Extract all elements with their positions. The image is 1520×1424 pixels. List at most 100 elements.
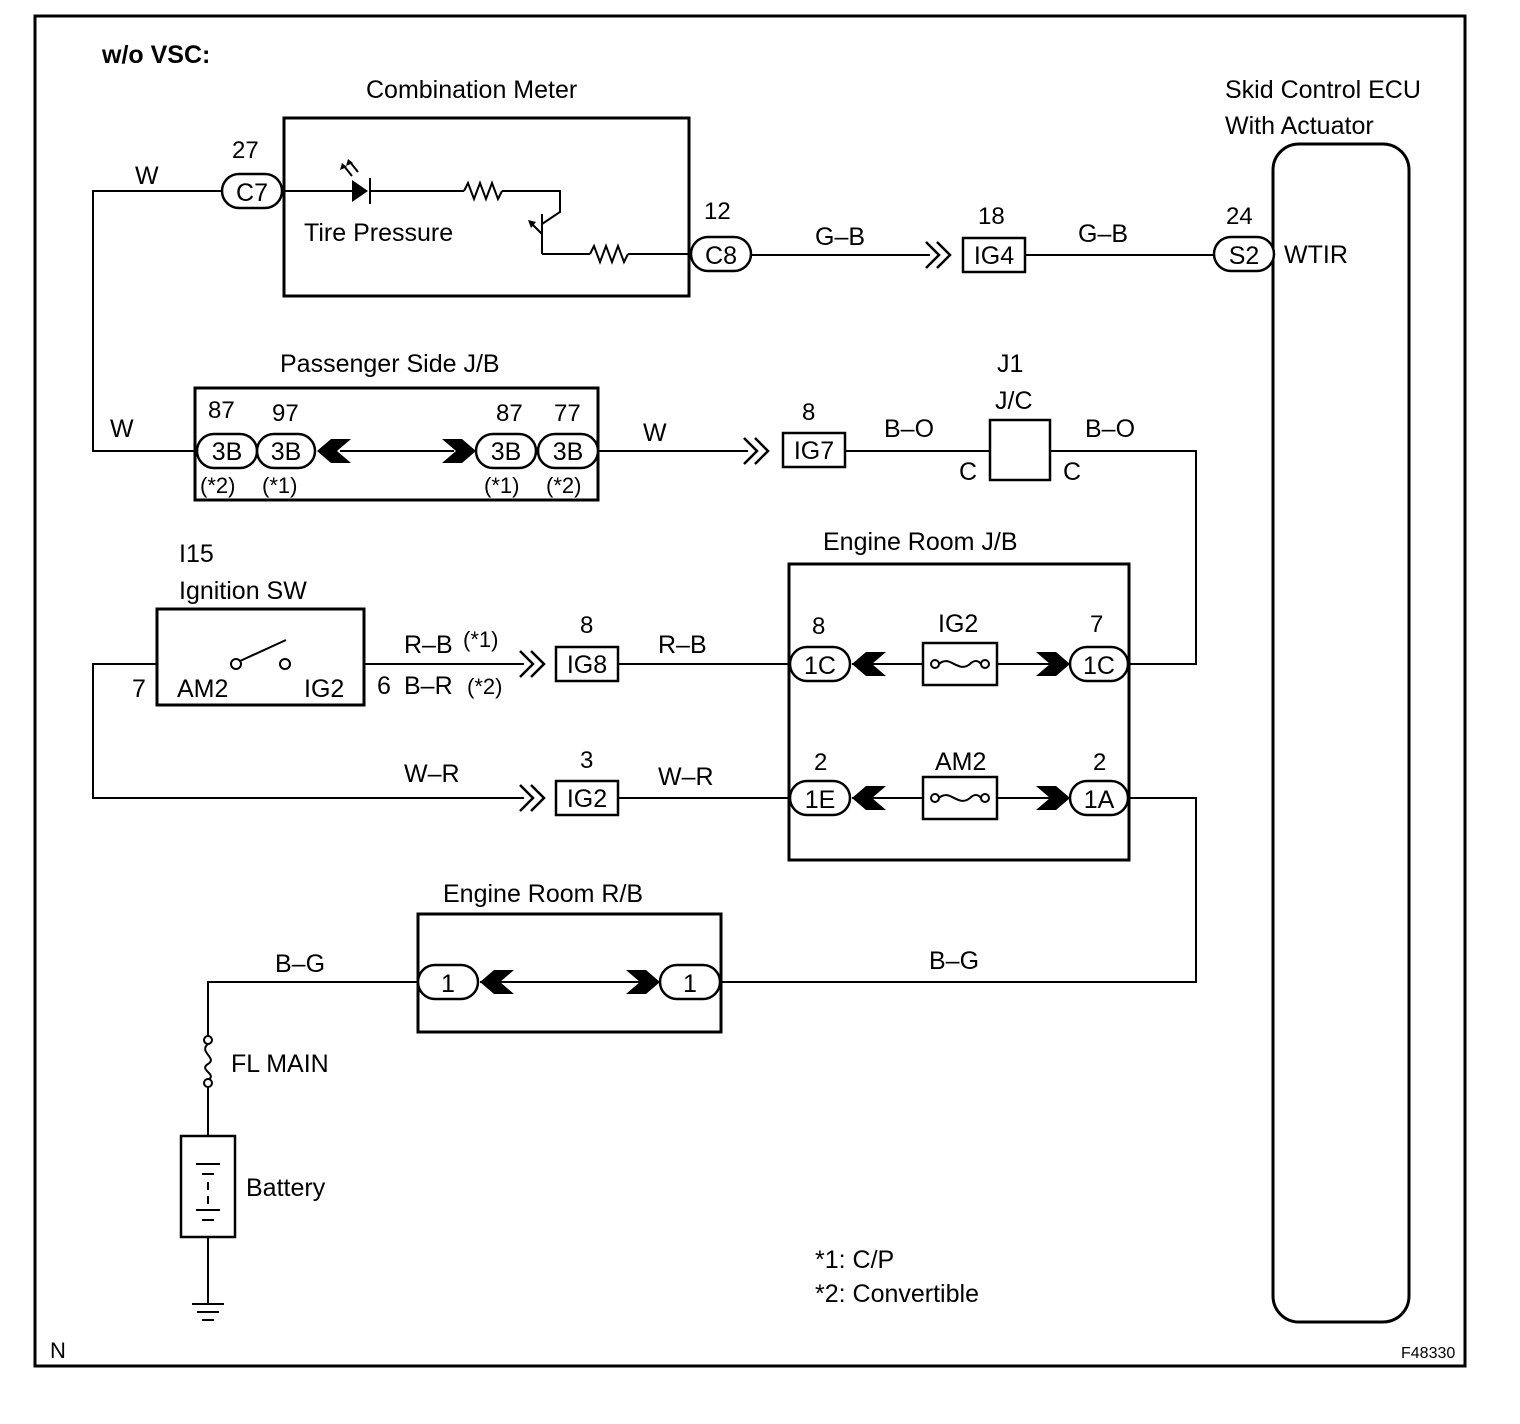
connector-s2: 24 S2 (1212, 203, 1276, 273)
wire-label-bg-2: B–G (929, 947, 979, 975)
wire-note-star1: (*1) (463, 627, 498, 652)
svg-text:27: 27 (232, 137, 259, 164)
svg-text:(*2): (*2) (200, 473, 235, 498)
svg-text:IG2: IG2 (304, 675, 344, 703)
fuse-icon (938, 794, 982, 802)
svg-text:IG7: IG7 (794, 437, 834, 465)
wire-label-gb-1: G–B (815, 223, 865, 251)
switch-contact-icon (239, 639, 287, 662)
svg-text:1A: 1A (1084, 786, 1115, 814)
footnote-1: *1: C/P (815, 1246, 894, 1274)
svg-text:C: C (959, 458, 977, 486)
engine-room-rb: Engine Room R/B 1 1 (416, 880, 723, 1034)
svg-text:I15: I15 (179, 540, 214, 568)
tire-pressure-label: Tire Pressure (304, 219, 453, 247)
wire-label-bo-1: B–O (884, 415, 934, 443)
svg-text:IG4: IG4 (974, 242, 1014, 270)
wire-label-w-left: W (110, 415, 134, 443)
engine-room-rb-title: Engine Room R/B (443, 880, 643, 908)
svg-text:87: 87 (496, 400, 523, 427)
resistor-icon (589, 243, 629, 265)
svg-text:3B: 3B (212, 438, 243, 466)
variant-label: w/o VSC: (101, 41, 210, 69)
svg-text:FL MAIN: FL MAIN (231, 1050, 329, 1078)
svg-text:Skid Control ECU: Skid Control ECU (1225, 76, 1421, 104)
svg-text:IG2: IG2 (567, 785, 607, 813)
led-icon (352, 180, 368, 202)
svg-text:2: 2 (814, 749, 827, 776)
wire-label-bg-1: B–G (275, 950, 325, 978)
passenger-side-jb: Passenger Side J/B 87 3B (*2) 97 3B (*1)… (193, 350, 600, 502)
svg-text:C: C (1063, 458, 1081, 486)
svg-text:3: 3 (580, 747, 593, 774)
battery: Battery (179, 1134, 326, 1239)
svg-text:IG2: IG2 (938, 610, 978, 638)
transistor-icon (528, 220, 536, 228)
svg-text:IG8: IG8 (567, 651, 607, 679)
svg-text:3B: 3B (491, 438, 522, 466)
svg-text:12: 12 (704, 198, 731, 225)
svg-text:J1: J1 (997, 350, 1023, 378)
svg-text:97: 97 (272, 400, 299, 427)
combination-meter-title: Combination Meter (366, 76, 577, 104)
svg-text:1E: 1E (805, 786, 836, 814)
wire-label-bo-2: B–O (1085, 415, 1135, 443)
svg-text:Battery: Battery (246, 1174, 326, 1202)
svg-text:Ignition SW: Ignition SW (179, 577, 307, 605)
svg-text:S2: S2 (1229, 242, 1260, 270)
figure-code: F48330 (1401, 1345, 1455, 1362)
svg-text:18: 18 (978, 203, 1005, 230)
connector-c7: 27 C7 (220, 137, 284, 210)
svg-text:2: 2 (1093, 749, 1106, 776)
svg-text:1C: 1C (804, 652, 836, 680)
wire-label-br: B–R (404, 672, 453, 700)
svg-text:8: 8 (812, 613, 825, 640)
connector-ig2: 3 IG2 (554, 747, 620, 817)
connector-ig8: 8 IG8 (554, 612, 620, 683)
svg-text:8: 8 (802, 399, 815, 426)
svg-text:C8: C8 (705, 242, 737, 270)
ground-icon (192, 1303, 224, 1321)
svg-text:With Actuator: With Actuator (1225, 112, 1374, 140)
svg-text:3B: 3B (271, 438, 302, 466)
wire-label-wr-2: W–R (658, 763, 714, 791)
svg-text:24: 24 (1226, 203, 1253, 230)
wire-label-wr-1: W–R (404, 760, 460, 788)
footnote-2: *2: Convertible (815, 1280, 979, 1308)
combination-meter: Combination Meter Tire Pressure (282, 76, 692, 298)
svg-text:AM2: AM2 (177, 675, 228, 703)
svg-text:AM2: AM2 (935, 748, 986, 776)
wire-label-w-right: W (643, 419, 667, 447)
svg-text:WTIR: WTIR (1284, 241, 1348, 269)
svg-text:6: 6 (377, 672, 391, 700)
svg-text:(*1): (*1) (262, 473, 297, 498)
svg-text:J/C: J/C (995, 387, 1033, 415)
skid-control-ecu: Skid Control ECU With Actuator WTIR (1225, 76, 1421, 1324)
wire-label-gb-2: G–B (1078, 220, 1128, 248)
svg-text:7: 7 (1090, 611, 1103, 638)
fusible-link-icon (204, 1043, 212, 1081)
engine-room-jb-title: Engine Room J/B (823, 528, 1018, 556)
svg-text:7: 7 (132, 675, 146, 703)
junction-connector-j1: J1 J/C C C (959, 350, 1081, 486)
diagram-frame (33, 14, 1467, 1368)
resistor-icon (463, 180, 503, 202)
passenger-jb-title: Passenger Side J/B (280, 350, 500, 378)
corner-mark-left: N (50, 1338, 66, 1363)
connector-ig4: 18 IG4 (961, 203, 1027, 274)
svg-text:3B: 3B (553, 438, 584, 466)
svg-text:1: 1 (683, 970, 697, 998)
wire-label-rb-2: R–B (658, 631, 707, 659)
wire-note-star2: (*2) (467, 674, 502, 699)
svg-text:77: 77 (554, 400, 581, 427)
wire-label-rb-1: R–B (404, 631, 453, 659)
svg-text:1C: 1C (1083, 652, 1115, 680)
svg-text:8: 8 (580, 612, 593, 639)
connector-c8: 12 C8 (689, 198, 753, 273)
fl-main-fusible-link: FL MAIN (203, 1035, 329, 1088)
svg-text:(*1): (*1) (484, 473, 519, 498)
wires (92, 190, 1214, 1303)
svg-text:C7: C7 (236, 179, 268, 207)
fuse-icon (938, 660, 982, 668)
